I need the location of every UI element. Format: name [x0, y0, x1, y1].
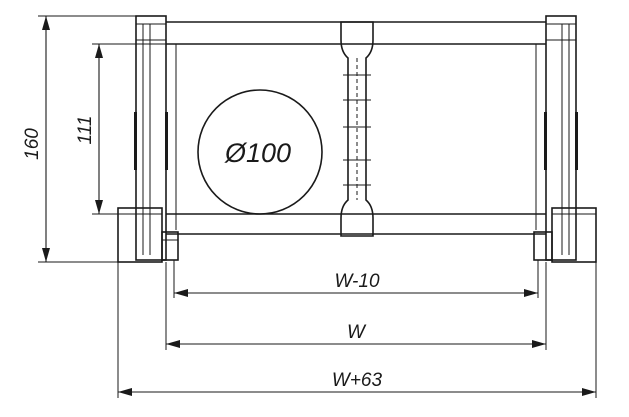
- cable-circle: Ø100: [197, 89, 323, 215]
- center-separator: [340, 21, 374, 237]
- dim-overall-height: 160: [22, 15, 136, 263]
- inner-height-label: 111: [75, 116, 96, 145]
- diameter-label: Ø100: [224, 138, 291, 168]
- dim-inner-height: 111: [75, 43, 166, 215]
- dim-inner-width: W-10: [173, 260, 539, 298]
- dim-outer-width: W+63: [117, 262, 597, 398]
- overall-height-label: 160: [22, 128, 43, 160]
- left-side-bracket: [117, 15, 179, 263]
- inner-width-label: W-10: [334, 271, 379, 292]
- outer-width-label: W+63: [332, 370, 383, 391]
- frame-top-bar: [166, 21, 546, 230]
- nominal-width-label: W: [347, 322, 367, 343]
- frame-bottom-bar: [166, 213, 546, 235]
- dim-nominal-width: W: [165, 262, 547, 350]
- right-side-bracket: [533, 15, 597, 263]
